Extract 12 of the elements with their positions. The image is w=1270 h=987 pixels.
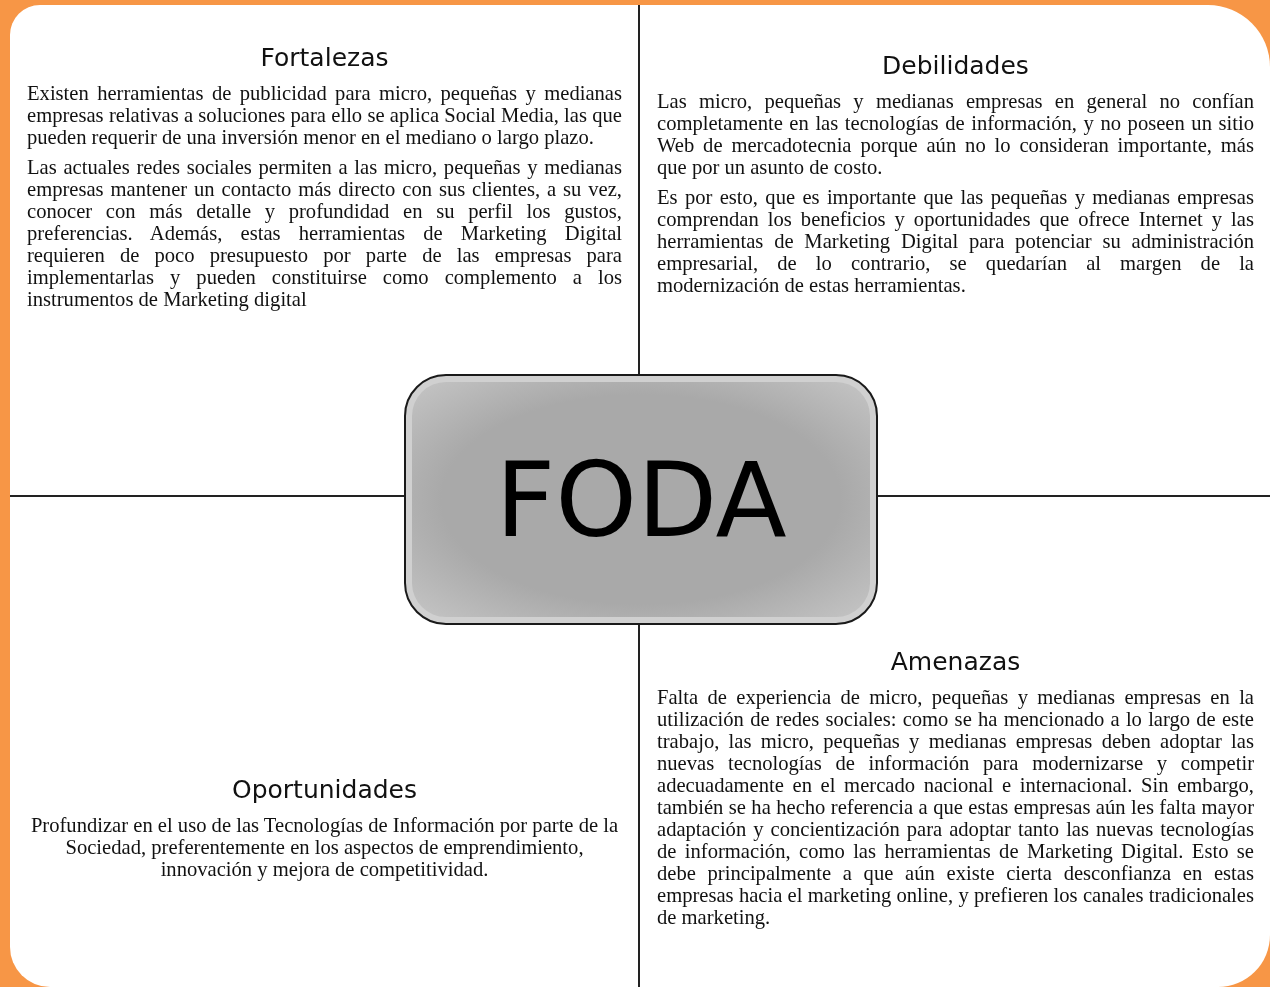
- body-paragraph: Es por esto, que es importante que las pequeñas y medianas empresas comprendan los beneficios y oportunidades que ofrece Internet y las herramientas de Marketing Digital para potenciar su administración empresarial, de lo contrario, se quedarían al margen de la modernización de estas herramientas.: [657, 186, 1254, 296]
- body-paragraph: Falta de experiencia de micro, pequeñas y medianas empresas en la utilización de redes sociales: como se ha mencionado a lo largo de este trabajo, las micro, pequeñas y medianas empresas deben adoptar las nuevas tecnologías de información para modernizarse y competir adecuadamente en el mercado nacional e internacional. Sin embargo, también se ha hecho referencia a que estas empresas aún les falta mayor adaptación y concientización para adoptar tanto las nuevas tecnologías de información, como las herramientas de Marketing Digital. Esto se debe principalmente a que aún existe cierta desconfianza en estas empresas hacia el marketing online, y prefieren los canales tradicionales de marketing.: [657, 686, 1254, 928]
- quadrant-heading: Debilidades: [881, 51, 1030, 80]
- quadrant-heading: Amenazas: [889, 647, 1022, 676]
- body-paragraph: Las actuales redes sociales permiten a las micro, pequeñas y medianas empresas mantener un contacto más directo con sus clientes, a su vez, conocer con más detalle y profundidad en su perfil los gustos, preferencias. Además, estas herramientas de Marketing Digital requieren de poco presupuesto por parte de las empresas para implementarlas y pueden constituirse como complemento a los instrumentos de Marketing digital: [27, 156, 622, 310]
- center-box: [404, 374, 878, 625]
- body-paragraph: Existen herramientas de publicidad para micro, pequeñas y medianas empresas relativas a soluciones para ello se aplica Social Media, las que pueden requerir de una inversión menor en el mediano o largo plazo.: [27, 82, 622, 148]
- body-paragraph: Profundizar en el uso de las Tecnologías de Información por parte de la Sociedad, preferentemente en los aspectos de emprendimiento, innovación y mejora de competitividad.: [29, 814, 620, 880]
- center-label: FODA: [495, 447, 787, 552]
- body-paragraph: Las micro, pequeñas y medianas empresas en general no confían completamente en las tecnologías de información, y no poseen un sitio Web de mercadotecnia porque aún no lo consideran importante, más que por un asunto de costo.: [657, 90, 1254, 178]
- quadrant-heading: Oportunidades: [231, 775, 418, 804]
- quadrant-heading: Fortalezas: [259, 43, 390, 72]
